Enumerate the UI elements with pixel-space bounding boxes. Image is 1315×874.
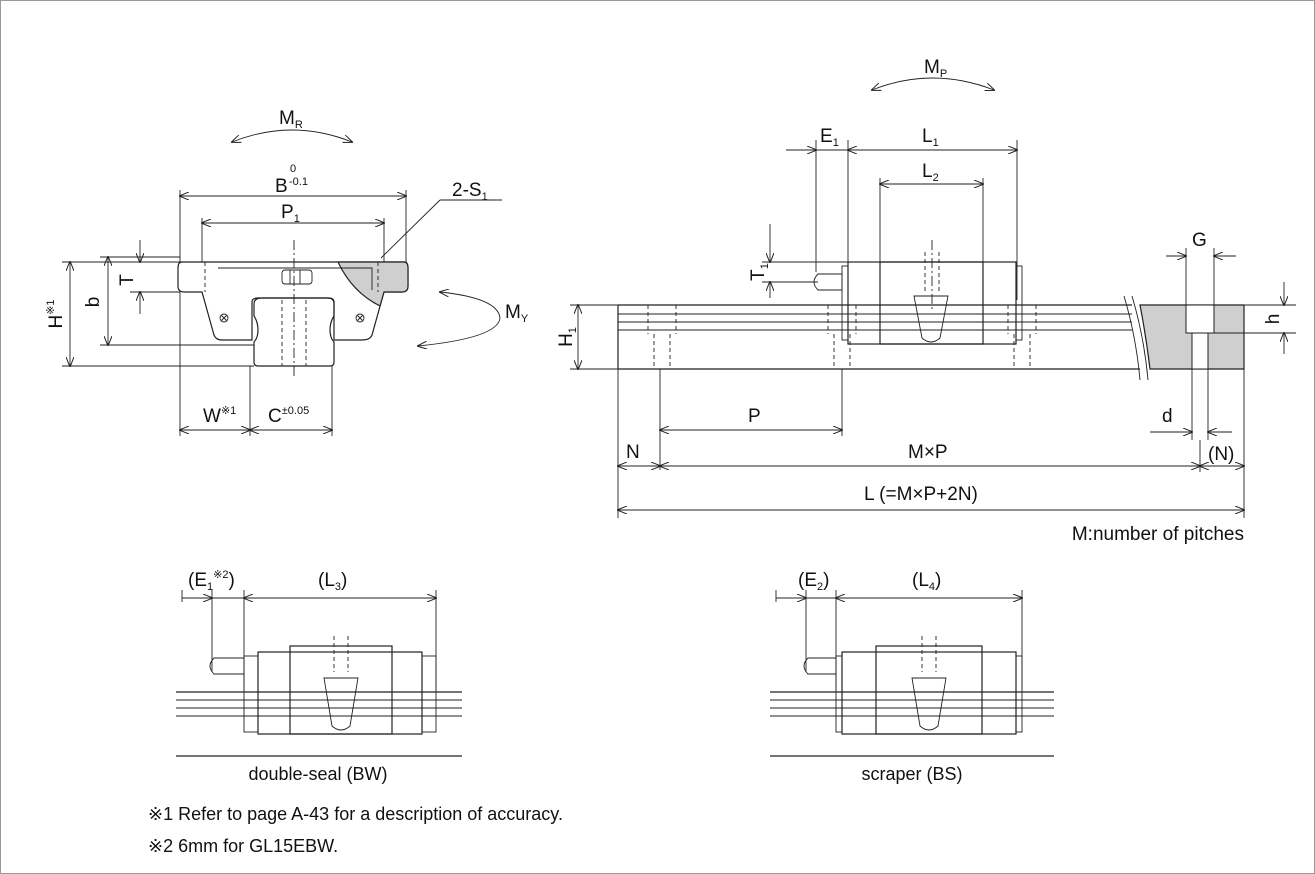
p-label: P [748,406,761,427]
d-label: d [1162,406,1173,427]
e2-label: (E2) [798,570,829,593]
my-arrow [418,292,501,346]
h1-label: H1 [556,327,579,347]
mp-arrow [872,77,994,90]
b-small-label: b [83,297,104,308]
c-label: C±0.05 [268,405,309,427]
mxp-label: M×P [908,442,948,463]
rail-section [253,297,335,367]
n-paren-label: (N) [1208,444,1234,465]
scraper-view: (E2) (L4) scraper (BS) [770,570,1054,784]
section-shade [337,261,409,307]
h-small-label: h [1263,314,1284,325]
b-label: B [275,176,288,197]
n-label: N [626,442,640,463]
double-seal-view: (E1※2) (L3) double-seal (BW) [176,569,462,784]
l1-label: L1 [922,126,939,149]
s1-label: 2-S1 [452,180,488,203]
t-label: T [117,274,138,286]
e1-label: E1 [820,126,839,149]
l-total-label: L (=M×P+2N) [864,484,978,505]
g-label: G [1192,230,1207,251]
mr-label: MR [279,108,303,131]
w-label: W※1 [203,405,236,427]
e1-2-label: (E1※2) [188,569,235,593]
t1-label: T1 [748,263,771,281]
scraper-caption: scraper (BS) [861,764,962,784]
l2-label: L2 [922,161,939,184]
mp-label: MP [924,57,947,80]
pitches-label: M:number of pitches [1072,524,1244,545]
footnote-1: ※1 Refer to page A-43 for a description … [148,804,563,824]
b-tol-top: 0 [290,163,296,175]
b-tol-bot: -0.1 [289,176,308,188]
my-label: MY [505,302,529,325]
p1-label: P1 [281,202,300,225]
side-view: MP E1 L1 L2 T1 [556,57,1296,545]
h-label: H※1 [45,299,67,328]
l4-label: (L4) [912,570,941,593]
mr-arrow [232,129,352,142]
l3-label: (L3) [318,570,347,593]
front-view: MR B 0 -0.1 P1 2-S1 [45,108,529,436]
grease-nipple [281,269,313,285]
double-seal-caption: double-seal (BW) [248,764,387,784]
footnote-2: ※2 6mm for GL15EBW. [148,836,339,856]
